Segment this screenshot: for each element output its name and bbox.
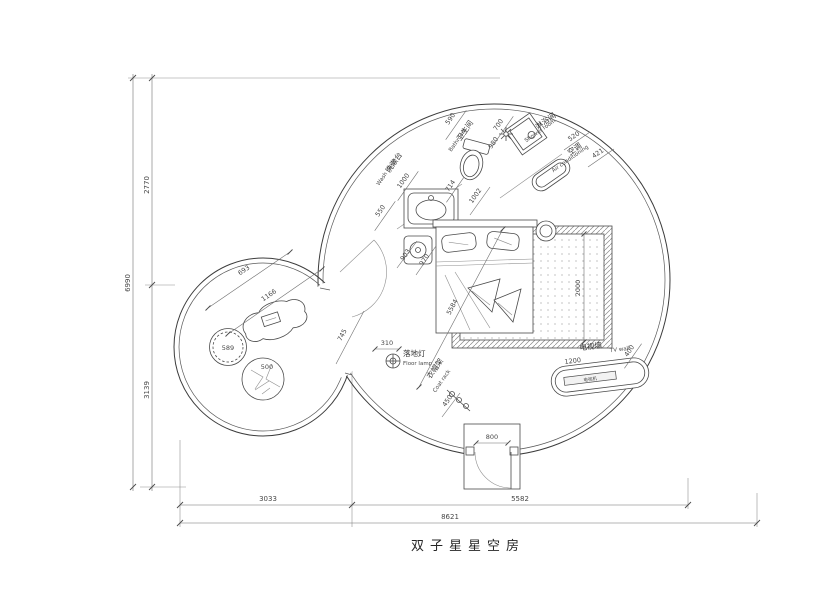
carpet-dimension: 2000 bbox=[574, 231, 587, 345]
label-floorlamp-en: Floor lamp bbox=[403, 361, 433, 367]
dim-coat-rack: 450 bbox=[441, 393, 455, 408]
bedside-table bbox=[403, 235, 433, 265]
pillow bbox=[486, 231, 520, 251]
air-conditioner bbox=[531, 158, 571, 192]
pouf-round: 589 bbox=[209, 328, 247, 366]
headboard bbox=[432, 219, 538, 228]
faucet-icon bbox=[428, 195, 434, 201]
label-tv-cn: 电视机 bbox=[583, 375, 598, 384]
door-jamb bbox=[509, 446, 519, 456]
page-title: 双子星星空房 bbox=[411, 538, 525, 554]
door-swing-arc bbox=[474, 451, 512, 489]
pouf-crumpled: 500 bbox=[241, 357, 285, 401]
extension-lines bbox=[128, 77, 758, 527]
door-jamb bbox=[465, 446, 475, 456]
floor-lamp-dimension: 310 bbox=[372, 339, 402, 352]
dim-lower-height: 3139 bbox=[143, 381, 151, 399]
label-washbasin-en: Wash basin bbox=[376, 157, 399, 186]
bed bbox=[432, 219, 538, 334]
corridor-opening bbox=[307, 282, 361, 378]
pillow bbox=[441, 232, 477, 253]
bedside-stool bbox=[535, 220, 557, 242]
drain-icon bbox=[527, 131, 536, 139]
bottom-dimension-lines: 3033 5582 8621 bbox=[176, 495, 761, 527]
label-floorlamp-cn: 落地灯 bbox=[403, 348, 426, 358]
dim-carpet: 2000 bbox=[574, 280, 582, 297]
tv-wall: 电视机 bbox=[550, 357, 650, 397]
shower-tray bbox=[504, 112, 548, 156]
label-tvwall-cn: 电视墙 bbox=[579, 340, 603, 353]
dim-door: 800 bbox=[486, 433, 498, 441]
dim-1000: 1000 bbox=[395, 172, 411, 190]
tv-set bbox=[563, 370, 617, 386]
dim-tv-wall: 1200 bbox=[564, 356, 581, 366]
shower-head-icon bbox=[499, 127, 513, 141]
floor-lamp bbox=[385, 353, 401, 369]
coat-rack-dimension: 450 bbox=[441, 392, 461, 418]
wash-basin bbox=[403, 188, 459, 229]
dim-upper-height: 2770 bbox=[143, 176, 151, 194]
dim-bottom-right: 5582 bbox=[511, 495, 529, 503]
dim-total-height: 6990 bbox=[124, 274, 132, 292]
label-tvwall-en: TV wall bbox=[609, 346, 631, 355]
dim-700: 700 bbox=[492, 117, 506, 132]
entrance: 800 bbox=[463, 423, 521, 490]
dim-bottom-left: 3033 bbox=[259, 495, 277, 503]
toilet bbox=[459, 138, 491, 181]
dim-pouf-crumpled: 500 bbox=[261, 363, 273, 371]
dim-floor-lamp: 310 bbox=[381, 339, 393, 347]
left-dimension-lines: 2770 3139 6990 bbox=[124, 74, 156, 491]
coat-rack bbox=[446, 389, 471, 412]
dim-693: 693 bbox=[236, 264, 251, 278]
dim-1002: 1002 bbox=[467, 187, 483, 205]
dim-total-width: 8621 bbox=[441, 513, 459, 521]
duvet-fold bbox=[467, 278, 501, 313]
dim-1166: 1166 bbox=[260, 287, 278, 303]
dim-pouf-round: 589 bbox=[222, 344, 234, 352]
duvet-fold bbox=[493, 288, 522, 323]
corridor-jambs bbox=[319, 287, 353, 376]
